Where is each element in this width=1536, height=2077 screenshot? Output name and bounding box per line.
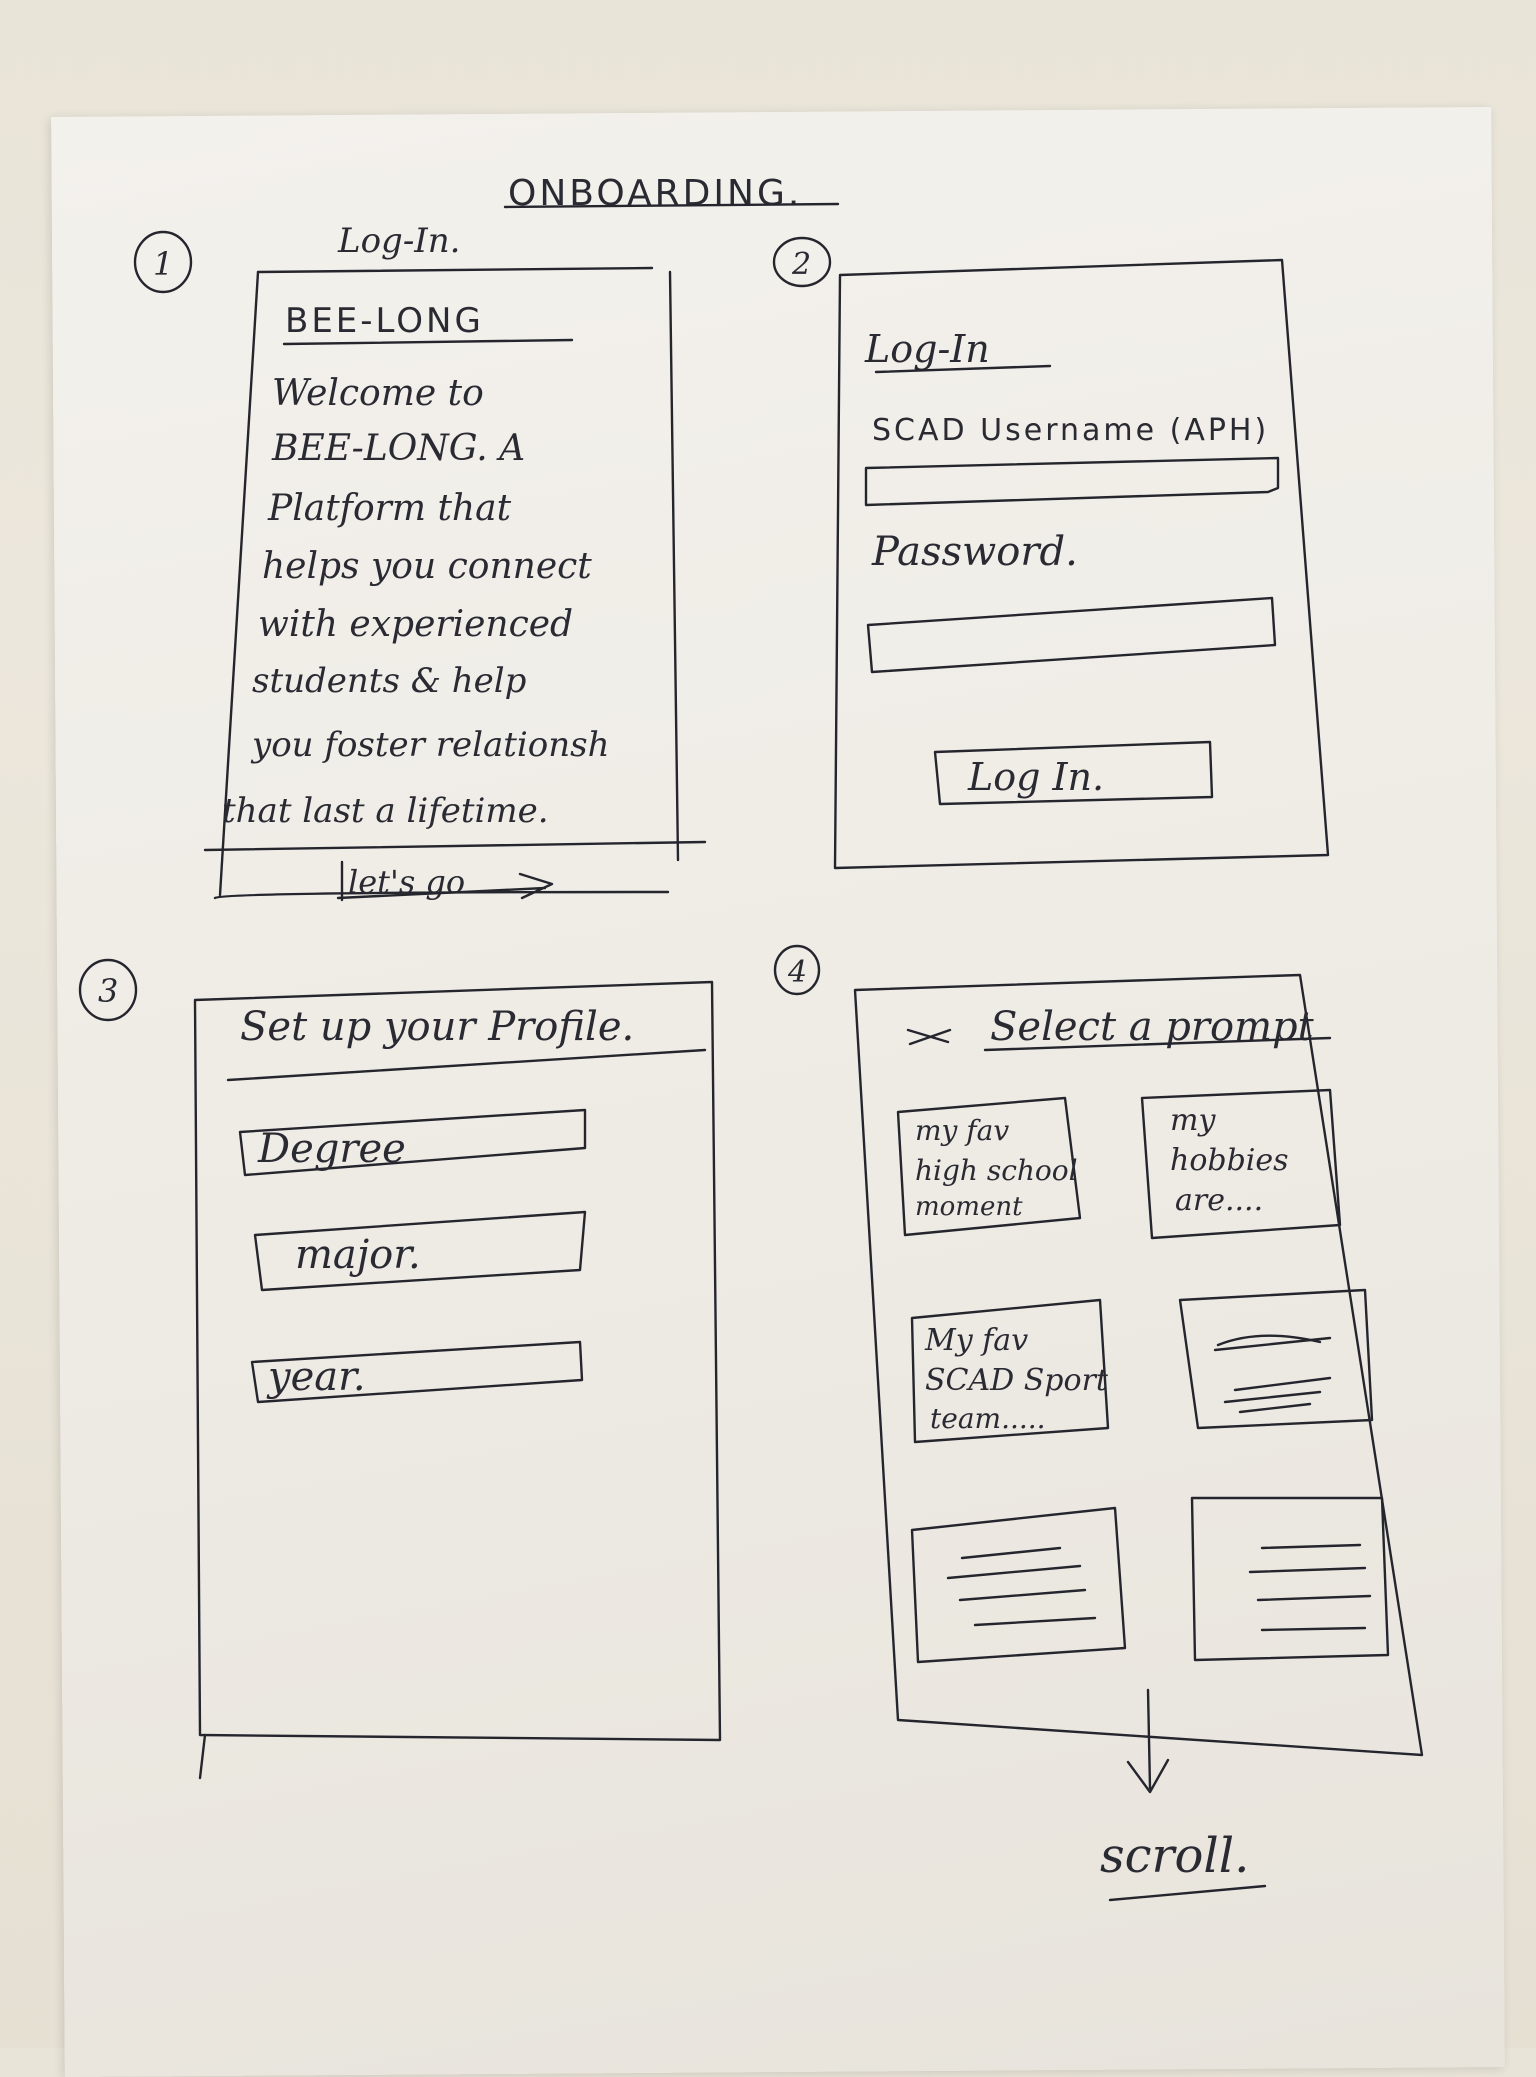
prompt-line: high school xyxy=(915,1154,1078,1187)
username-input[interactable] xyxy=(864,456,1280,507)
screen-1-login-welcome: 1 Log-In. BEE-LONG Welcome to BEE-LONG. … xyxy=(133,221,707,902)
text-lines-icon xyxy=(1223,1376,1332,1414)
screen-1-frame-right xyxy=(668,270,680,862)
screen-3-frame-tail xyxy=(198,1733,207,1780)
page-title: ONBOARDING. xyxy=(508,173,802,214)
welcome-line: students & help xyxy=(252,661,526,701)
screen-3-number: 3 xyxy=(98,972,118,1010)
screen-2-heading-underline xyxy=(874,364,1052,374)
username-label: SCAD Username (APH) xyxy=(872,413,1269,448)
welcome-line: helps you connect xyxy=(262,546,592,587)
screen-1-frame-left xyxy=(218,270,260,897)
prompt-line: my xyxy=(1170,1103,1216,1138)
password-label: Password. xyxy=(871,529,1078,575)
screen-1-bottom-line xyxy=(213,890,670,900)
screen-4-frame xyxy=(853,973,1424,1757)
lets-go-button[interactable]: let's go xyxy=(336,860,554,902)
prompt-card-placeholder[interactable] xyxy=(910,1506,1127,1664)
degree-input[interactable] xyxy=(238,1108,587,1177)
prompt-card-frame xyxy=(910,1506,1127,1664)
welcome-line: with experienced xyxy=(258,604,573,645)
prompt-line: are.... xyxy=(1175,1183,1263,1218)
arrow-right-icon xyxy=(336,872,554,900)
screen-2-number: 2 xyxy=(791,247,811,282)
prompt-line: my fav xyxy=(915,1114,1009,1147)
screen-3-heading-underline xyxy=(226,1048,707,1082)
welcome-line: Platform that xyxy=(267,488,512,529)
text-lines-icon xyxy=(946,1546,1097,1627)
screen-1-number: 1 xyxy=(153,245,173,283)
prompt-card-placeholder[interactable] xyxy=(1190,1496,1390,1662)
prompt-line: SCAD Sport xyxy=(925,1363,1109,1398)
year-input[interactable] xyxy=(250,1340,584,1404)
screen-4-heading: Select a prompt xyxy=(990,1004,1315,1050)
year-label: year. xyxy=(266,1354,366,1400)
text-lines-icon xyxy=(1248,1543,1372,1632)
login-button-frame xyxy=(933,740,1214,806)
screen-1-brand-underline xyxy=(282,338,574,346)
prompt-card-hobbies[interactable]: my hobbies are.... xyxy=(1140,1088,1342,1240)
screen-1-frame-top xyxy=(256,266,654,274)
screen-1-footer-line xyxy=(203,840,707,852)
prompt-line: moment xyxy=(915,1192,1023,1222)
prompt-card-scad-sport[interactable]: My fav SCAD Sport team..... xyxy=(910,1298,1110,1444)
prompt-line: My fav xyxy=(924,1323,1028,1358)
screen-1-label: Log-In. xyxy=(337,221,460,261)
prompt-card-frame xyxy=(896,1096,1082,1237)
welcome-line: Welcome to xyxy=(272,373,484,414)
screen-4-number: 4 xyxy=(787,955,807,990)
screen-4-heading-underline xyxy=(983,1036,1332,1052)
screen-1-brand: BEE-LONG xyxy=(285,301,484,341)
screen-1-number-circle xyxy=(133,230,193,294)
screen-2-number-circle xyxy=(772,236,832,288)
screen-3-profile-setup: 3 Set up your Profile. Degree major. yea… xyxy=(78,958,722,1780)
prompt-line: team..... xyxy=(930,1402,1046,1435)
scratch-mark xyxy=(906,1028,952,1046)
screen-3-heading: Set up your Profile. xyxy=(240,1004,634,1050)
screen-2-login-form: 2 Log-In SCAD Username (APH) Password. L… xyxy=(772,236,1330,870)
prompt-card-high-school[interactable]: my fav high school moment xyxy=(896,1096,1082,1237)
degree-label: Degree xyxy=(257,1126,406,1172)
screen-2-heading: Log-In xyxy=(864,327,990,371)
scroll-note-underline xyxy=(1108,1884,1267,1902)
scribble-icon xyxy=(1213,1334,1332,1352)
major-input[interactable] xyxy=(253,1210,587,1292)
prompt-card-placeholder[interactable] xyxy=(1178,1288,1374,1430)
prompt-line: hobbies xyxy=(1170,1143,1289,1178)
screen-2-frame xyxy=(833,258,1330,870)
welcome-line: BEE-LONG. A xyxy=(271,428,525,469)
prompt-card-frame xyxy=(1140,1088,1342,1240)
screen-3-frame xyxy=(193,980,722,1742)
password-input[interactable] xyxy=(866,596,1277,674)
title-underline xyxy=(503,202,840,209)
prompt-card-frame xyxy=(1178,1288,1374,1430)
welcome-line: you foster relationsh xyxy=(250,725,610,765)
prompt-card-frame xyxy=(1190,1496,1390,1662)
login-button-label: Log In. xyxy=(967,755,1104,799)
screen-4-number-circle xyxy=(773,944,821,996)
screen-4-select-prompt: 4 Select a prompt my fav high school mom… xyxy=(773,944,1424,1902)
prompt-card-frame xyxy=(910,1298,1110,1444)
login-button[interactable]: Log In. xyxy=(933,740,1214,806)
major-label: major. xyxy=(295,1232,421,1278)
welcome-line: that last a lifetime. xyxy=(222,791,549,831)
scroll-note: scroll. xyxy=(1100,1828,1249,1884)
arrow-down-icon xyxy=(1126,1688,1170,1794)
screen-3-number-circle xyxy=(78,958,138,1022)
